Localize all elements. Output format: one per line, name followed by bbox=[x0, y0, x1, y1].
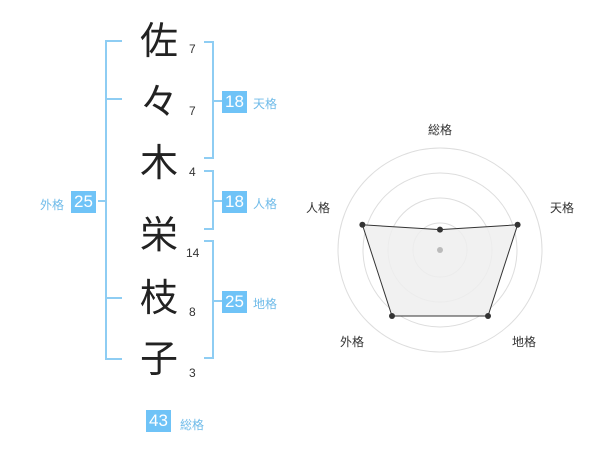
ten-kaku-label: 天格 bbox=[253, 97, 278, 111]
ten-bracket-connector bbox=[212, 100, 222, 102]
stroke-count-2: 7 bbox=[189, 104, 196, 118]
name-char-5: 枝 bbox=[139, 276, 178, 320]
radar-point-3 bbox=[485, 313, 491, 319]
radar-grid-ring-4 bbox=[337, 147, 543, 353]
chi-bracket-connector bbox=[212, 300, 222, 302]
chi-bracket-vertical bbox=[212, 240, 214, 359]
stroke-count-3: 4 bbox=[189, 165, 196, 179]
radar-series-area bbox=[361, 224, 519, 317]
jin-bracket-top bbox=[204, 170, 214, 172]
radar-point-4 bbox=[389, 313, 395, 319]
radar-chart: 総格 天格 地格 外格 人格 bbox=[306, 122, 574, 353]
name-char-2: 々 bbox=[139, 80, 178, 124]
outer-bracket-vertical bbox=[105, 40, 107, 360]
stroke-count-4: 14 bbox=[186, 246, 200, 260]
outer-bracket-connector bbox=[98, 200, 106, 202]
gai-kaku-value: 25 bbox=[71, 191, 96, 213]
jin-kaku-label: 人格 bbox=[253, 197, 278, 211]
outer-bracket-tick-bottom bbox=[105, 358, 122, 360]
radar-grid-ring-3 bbox=[362, 172, 518, 328]
stroke-count-5: 8 bbox=[189, 305, 196, 319]
radar-label-gai: 外格 bbox=[340, 334, 364, 349]
chi-kaku-label: 地格 bbox=[253, 297, 278, 311]
outer-bracket-tick-top bbox=[105, 40, 122, 42]
radar-point-5 bbox=[359, 221, 366, 228]
jin-kaku-value: 18 bbox=[222, 191, 247, 213]
ten-kaku-value: 18 bbox=[222, 91, 247, 113]
radar-label-chi: 地格 bbox=[512, 334, 536, 349]
radar-center-dot bbox=[437, 247, 443, 253]
gai-kaku-label: 外格 bbox=[40, 198, 65, 212]
sou-kaku-value: 43 bbox=[146, 410, 171, 432]
jin-bracket-connector bbox=[212, 200, 222, 202]
outer-bracket-tick-5 bbox=[105, 297, 122, 299]
stroke-count-1: 7 bbox=[189, 42, 196, 56]
radar-label-ten: 天格 bbox=[550, 200, 574, 215]
name-char-1: 佐 bbox=[139, 19, 178, 63]
radar-point-2 bbox=[514, 221, 521, 228]
chi-kaku-value: 25 bbox=[222, 291, 247, 313]
chi-bracket-top bbox=[204, 240, 214, 242]
ten-bracket-bottom bbox=[204, 157, 214, 159]
name-char-6: 子 bbox=[139, 337, 178, 381]
name-char-3: 木 bbox=[139, 141, 178, 185]
name-char-4: 栄 bbox=[139, 213, 178, 257]
sou-kaku-label: 総格 bbox=[180, 418, 205, 432]
stroke-count-6: 3 bbox=[189, 366, 196, 380]
chi-bracket-bottom bbox=[204, 357, 214, 359]
jin-bracket-bottom bbox=[204, 228, 214, 230]
outer-bracket-tick-2 bbox=[105, 98, 122, 100]
radar-label-sou: 総格 bbox=[428, 122, 452, 137]
radar-point-1 bbox=[437, 226, 443, 233]
ten-bracket-top bbox=[204, 41, 214, 43]
radar-label-jin: 人格 bbox=[306, 200, 330, 215]
